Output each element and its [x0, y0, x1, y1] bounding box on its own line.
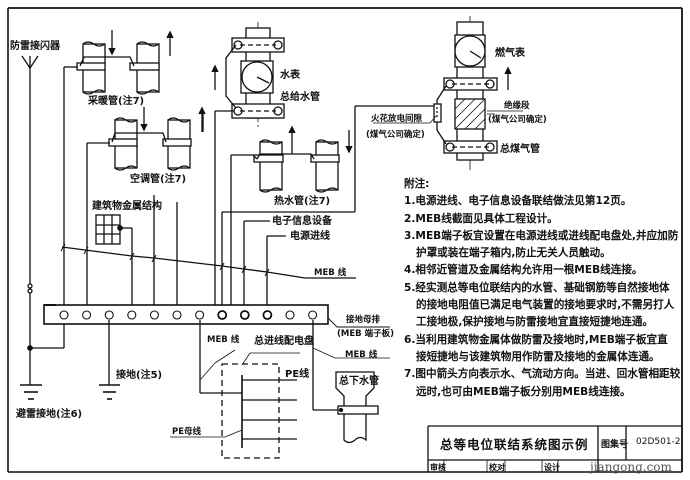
main-distribution-board-label: 总进线配电盘 — [254, 334, 314, 347]
busbar-terminal — [59, 310, 69, 320]
water-meter-label: 水表 — [279, 68, 301, 81]
busbar-terminal — [195, 310, 205, 320]
main-drain-pipe-label: 总下水管 — [339, 374, 379, 387]
electronic-info-equipment-label: 电子信息设备 — [272, 214, 333, 227]
insulation-note-label: (煤气公司确定) — [488, 114, 547, 125]
note-6-line: 接短捷地与该建筑物用作防雷及接地的金属体连通。 — [416, 350, 660, 363]
main-drain-pipe — [312, 320, 390, 444]
notes-section: 附注: 1.电源进线、电子信息设备联结做法见第12页。 2.MEB线截面见具体工程… — [404, 176, 690, 401]
gas-meter-assembly — [373, 16, 523, 170]
note-6-line: 6.当利用建筑物金属体做防雷及接地时,MEB端子板宜直 — [404, 333, 668, 346]
busbar-terminal — [172, 310, 182, 320]
note-5-line: 工接地极,保护接地与防雷接地宜直接短捷地连通。 — [416, 316, 654, 329]
notes-list: 1.电源进线、电子信息设备联结做法见第12页。 2.MEB线截面见具体工程设计。 3… — [404, 193, 690, 401]
meb-line-3-label: MEB 线 — [345, 349, 378, 360]
building-metal-structure-icon — [95, 214, 133, 316]
busbar-terminal — [308, 310, 318, 320]
main-water-pipe-label: 总给水管 — [280, 90, 320, 103]
grounding-busbar — [43, 304, 329, 325]
spark-gap-label: 火花放电间隙 — [371, 113, 423, 124]
pe-busbar-label: PE母线 — [172, 426, 202, 437]
meb-line-label: MEB 线 — [314, 267, 347, 278]
busbar-terminals — [59, 310, 318, 320]
note-2-line: 2.MEB线截面见具体工程设计。 — [404, 212, 558, 225]
design-label: 设计 — [544, 463, 560, 472]
busbar-terminal — [285, 310, 295, 320]
busbar-terminal — [239, 310, 250, 320]
busbar-terminal — [127, 310, 137, 320]
watermark: jiangong.com — [590, 460, 672, 474]
meb-line — [60, 243, 356, 279]
hot-water-pipe-label: 热水管(注7) — [274, 194, 330, 207]
lightning-arrester-icon — [21, 55, 65, 385]
busbar-leader — [327, 317, 390, 328]
pe-line-label: PE线 — [285, 367, 309, 380]
heating-pipe-pair — [63, 30, 174, 316]
grounding-note5-symbol — [99, 320, 120, 400]
atlas-number: 02D501-2 — [636, 437, 681, 447]
note-5-line: 5.经实测总等电位联结内的水管、基础钢筋等自然接地体 — [404, 281, 670, 294]
water-meter-assembly — [202, 22, 285, 316]
grounding-busbar-label: 接地母排 — [346, 314, 381, 325]
meb-terminal-board-label: (MEB 端子板) — [337, 328, 394, 339]
main-distribution-board — [170, 320, 300, 459]
busbar-terminal — [262, 310, 273, 320]
hot-water-pipe-pair — [221, 105, 440, 316]
building-metal-structure-label: 建筑物金属结构 — [91, 199, 162, 212]
lightning-grounding-label: 避雷接地(注6) — [15, 407, 82, 420]
note-1-line: 1.电源进线、电子信息设备联结做法见第12页。 — [404, 195, 632, 208]
insulation-section-label: 绝缘段 — [504, 100, 530, 111]
spark-gap-note-label: (煤气公司确定) — [366, 129, 425, 140]
check-label: 校对 — [489, 463, 505, 472]
note-4-line: 4.相邻近管道及金属结构允许用一根MEB线连接。 — [404, 264, 643, 277]
review-label: 审核 — [430, 463, 446, 472]
note-7-line: 7.图中箭头方向表示水、气流动方向。当进、回水管相距较 — [404, 368, 681, 381]
ac-pipe-label: 空调管(注7) — [130, 172, 186, 185]
notes-title: 附注: — [404, 178, 430, 190]
atlas-number-label: 图集号 — [601, 440, 629, 450]
electronic-equipment-lines — [153, 195, 286, 316]
busbar-terminal — [104, 310, 114, 320]
power-incoming-line-label: 电源进线 — [290, 229, 330, 242]
grounding-note5-label: 接地(注5) — [116, 368, 162, 381]
busbar-terminal — [217, 310, 228, 320]
drawing-frame — [7, 7, 683, 473]
gas-meter-label: 燃气表 — [495, 46, 526, 59]
ac-pipe-pair — [86, 106, 206, 316]
meb-line-2-label: MEB 线 — [207, 334, 240, 345]
lightning-arrester-label: 防雷接闪器 — [10, 39, 61, 52]
note-5-line: 的接地电阻值已满足电气装置的接地要求时,不需另打人 — [416, 299, 675, 312]
heating-pipe-label: 采暖管(注7) — [87, 94, 144, 107]
note-3-line: 护罩或装在端子箱内,防止无关人员触动。 — [416, 247, 611, 260]
drawing-title: 总等电位联结系统图示例 — [440, 437, 589, 452]
lightning-grounding-symbol — [20, 384, 42, 400]
note-7-line: 远时,也可由MEB端子板分别用MEB线连接。 — [416, 385, 631, 398]
title-block-frame — [400, 425, 682, 473]
note-3-line: 3.MEB端子板宜设置在电源进线或进线配电盘处,并应加防 — [404, 229, 679, 242]
busbar-terminal — [82, 310, 92, 320]
busbar-terminal — [149, 310, 159, 320]
main-gas-pipe-label: 总煤气管 — [500, 142, 540, 155]
